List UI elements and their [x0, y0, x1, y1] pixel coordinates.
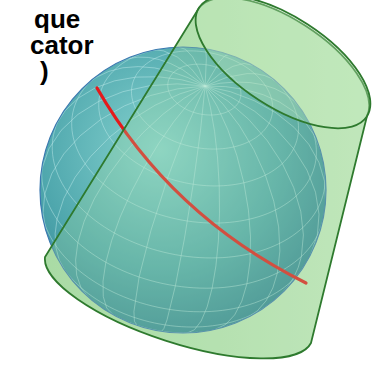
- title-fragment: ): [40, 58, 49, 84]
- title-fragment: cator: [30, 32, 94, 58]
- cylinder-top-cap: [175, 0, 380, 154]
- title-fragment: que: [34, 6, 80, 32]
